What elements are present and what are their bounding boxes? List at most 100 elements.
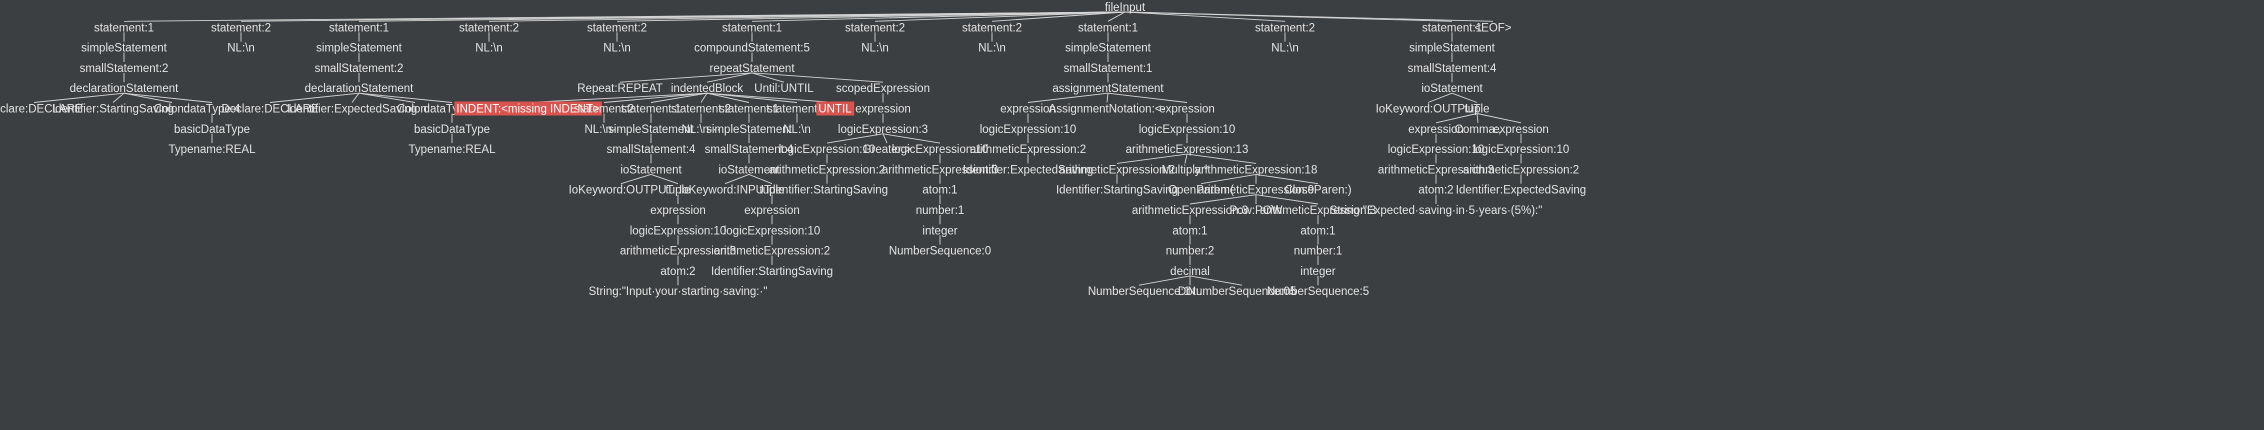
node-label: NL:\n <box>1271 43 1299 55</box>
tree-edge <box>1189 275 1243 286</box>
node-label: simpleStatement <box>316 43 402 55</box>
tree-node: NL:\n <box>227 43 255 55</box>
node-label: arithmeticExpression:2 <box>970 144 1086 156</box>
tree-edge <box>1186 153 1257 164</box>
tree-node: logicExpression:10 <box>630 225 727 237</box>
tree-edge <box>1255 194 1319 205</box>
tree-node: statement:1 <box>722 22 782 34</box>
node-label: statement:2 <box>671 104 731 116</box>
tree-node: Identifier:ExpectedSaving <box>963 164 1093 176</box>
tree-node: logicExpression:10 <box>1388 144 1485 156</box>
tree-node: dataType:4 <box>184 104 242 116</box>
node-label: ioStatement <box>620 164 682 176</box>
tree-node: IoKeyword:INPUT <box>679 185 771 197</box>
error-highlight <box>454 101 602 116</box>
tree-node: ioStatement <box>1421 83 1483 95</box>
node-label: number:2 <box>1166 246 1215 258</box>
node-label: IoKeyword:INPUT <box>679 185 771 197</box>
tree-node: smallStatement:4 <box>607 144 696 156</box>
tree-node: smallStatement:4 <box>705 144 794 156</box>
tree-edge <box>619 72 753 83</box>
node-label: Identifier:StartingSaving <box>52 104 174 116</box>
node-label: arithmeticExpression:3 <box>1378 164 1494 176</box>
node-label: statement:1 <box>1422 22 1482 34</box>
node-label: assignmentStatement <box>1052 83 1164 95</box>
tree-node: statement:2 <box>459 22 519 34</box>
node-label: Identifier:StartingSaving <box>711 266 833 278</box>
tree-edge <box>1435 113 1478 124</box>
tree-node: arithmeticExpression:3 <box>1378 164 1494 176</box>
node-label: logicExpression:10 <box>892 144 989 156</box>
node-label: number:1 <box>1294 246 1343 258</box>
node-label: NumberSequence:05 <box>1188 286 1297 298</box>
node-label: Typename:REAL <box>169 144 257 156</box>
tree-node: expression <box>855 104 911 116</box>
node-label: smallStatement:4 <box>705 144 794 156</box>
tree-edge <box>1138 275 1191 286</box>
node-label: NL:\n <box>603 43 631 55</box>
node-label: NL:\n <box>978 43 1006 55</box>
node-label: expression <box>855 104 911 116</box>
node-label: statement:1 <box>329 22 389 34</box>
tree-node: logicExpression:10 <box>779 144 876 156</box>
tree-node: logicExpression:10 <box>1139 124 1236 136</box>
tree-edge <box>650 92 708 103</box>
node-label: Comma:, <box>1455 124 1502 136</box>
tree-node: tuple <box>760 185 785 197</box>
tree-edge <box>1106 93 1109 103</box>
node-label: NL:\n··· <box>682 124 721 136</box>
node-label: arithmeticExpression:2 <box>1059 164 1175 176</box>
tree-edge <box>1200 173 1257 185</box>
tree-node: number:2 <box>1166 246 1215 258</box>
tree-node: statement:2 <box>574 104 634 116</box>
node-label: repeatStatement <box>709 63 795 75</box>
node-label: Multiply:* <box>1162 164 1209 176</box>
tree-edge <box>1124 11 1286 22</box>
node-label: simpleStatement <box>1409 43 1495 55</box>
error-node: UNTIL <box>816 101 855 116</box>
tree-edge <box>700 92 708 103</box>
tree-edge <box>1107 11 1126 22</box>
node-label: statement:1 <box>719 104 779 116</box>
tree-node: Greater:> <box>863 144 912 156</box>
tree-edge <box>351 92 360 103</box>
tree-edge <box>751 72 884 83</box>
node-label: simpleStatement <box>608 124 694 136</box>
tree-node: arithmeticExpression:2 <box>769 164 885 176</box>
node-label: NumberSequence:5 <box>1267 286 1369 298</box>
tree-edge <box>650 173 679 185</box>
tree-node: basicDataType <box>174 124 250 136</box>
tree-node: smallStatement:1 <box>1064 63 1153 75</box>
tree-edge <box>1476 113 1522 124</box>
tree-node: arithmeticExpression:2 <box>970 144 1086 156</box>
tree-node: Identifier:StartingSaving <box>766 185 888 197</box>
tree-node: smallStatement:2 <box>315 63 404 75</box>
node-label: statement:2 <box>1255 22 1315 34</box>
node-label: basicDataType <box>174 124 250 136</box>
node-label: logicExpression:10 <box>1139 124 1236 136</box>
tree-node: atom:1 <box>1172 225 1207 237</box>
node-label: logicExpression:10 <box>980 124 1077 136</box>
tree-edge <box>991 11 1126 22</box>
tree-node: statement:2 <box>211 22 271 34</box>
tree-edge <box>724 173 750 185</box>
tree-edge <box>123 92 213 103</box>
tree-edge <box>269 92 360 103</box>
tree-node: statement:2 <box>845 22 905 34</box>
tree-node: arithmeticExpression:3 <box>620 246 736 258</box>
node-label: OpenParen:( <box>1168 185 1234 197</box>
node-label: arithmeticExpression:2 <box>769 164 885 176</box>
node-label: AssignmentNotation:<- <box>1049 104 1166 116</box>
tree-node: <EOF> <box>1474 22 1511 34</box>
tree-node: CloseParen:) <box>1284 185 1351 197</box>
node-label: atom:1 <box>1172 225 1207 237</box>
node-label: logicExpression:3 <box>838 124 928 136</box>
node-label: Pow:POW <box>1229 205 1282 217</box>
tree-node: statement:1 <box>719 104 779 116</box>
node-label: NL:\n <box>475 43 503 55</box>
node-label: atom:1 <box>1300 225 1335 237</box>
node-label: ioStatement <box>718 164 780 176</box>
node-label: <EOF> <box>1474 22 1511 34</box>
tree-node: Colon:: <box>397 104 433 116</box>
